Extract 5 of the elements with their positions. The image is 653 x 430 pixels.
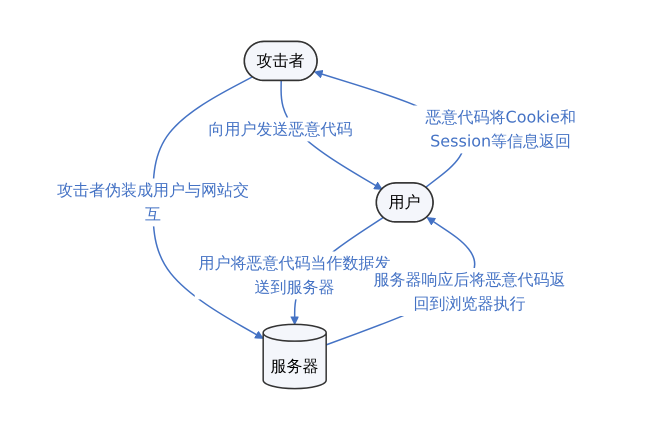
edge-label: 攻击者伪装成用户与网站交互: [56, 180, 249, 224]
edge-label: 服务器响应后将恶意代码返回到浏览器执行: [373, 270, 566, 313]
edge-label: 恶意代码将Cookie和Session等信息返回: [425, 107, 576, 150]
edge-label: 送到服务器: [254, 277, 334, 296]
edge-label: 向用户发送恶意代码: [208, 119, 352, 138]
